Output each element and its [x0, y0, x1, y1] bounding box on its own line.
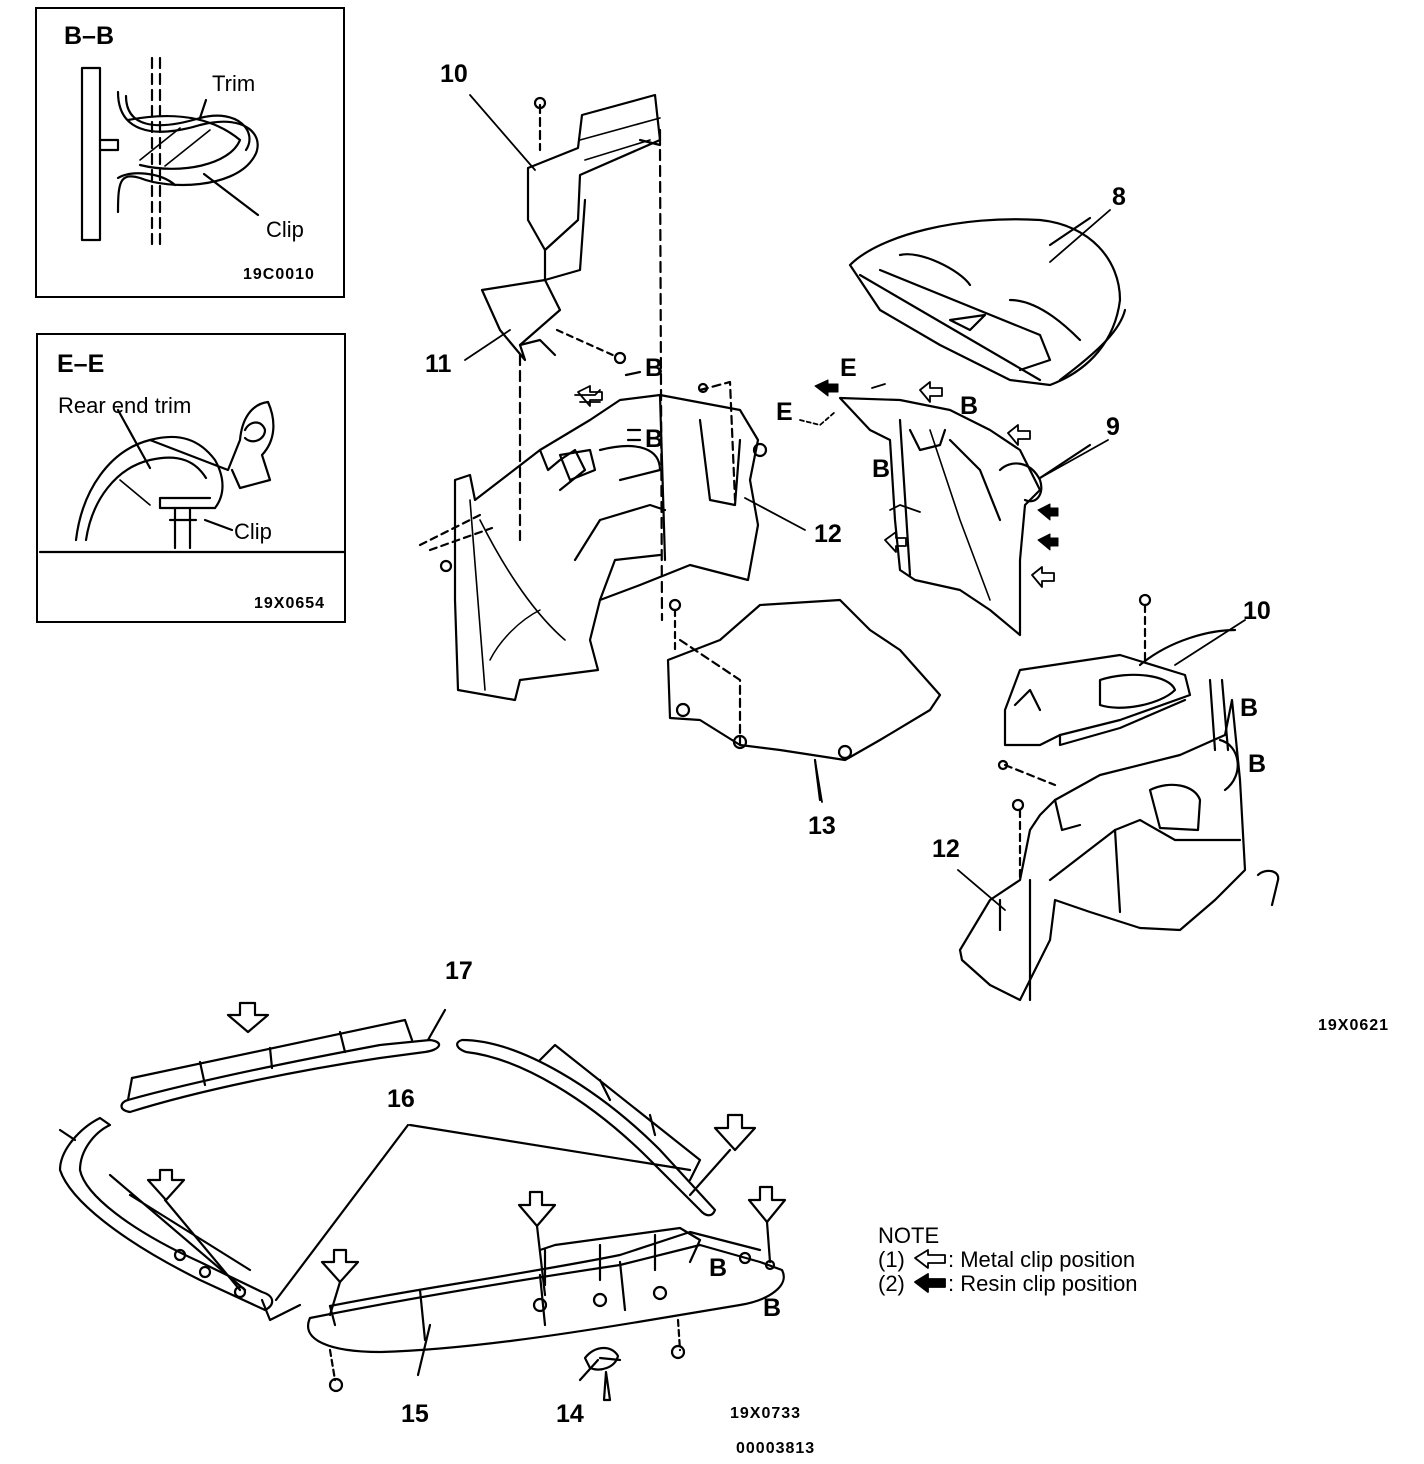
inset-ee-code: 19X0654 — [254, 595, 326, 612]
part-number-13: 13 — [808, 812, 836, 840]
figure-code-lower: 19X0733 — [730, 1405, 802, 1422]
part-number-8: 8 — [1112, 183, 1126, 211]
part-15-drawing — [307, 1185, 787, 1393]
inset-bb-drawing — [80, 56, 260, 248]
part-8-drawing — [848, 216, 1127, 387]
part-number-12-left: 12 — [814, 520, 842, 548]
section-mark-e: E — [840, 354, 857, 382]
part-number-10-upper: 10 — [440, 60, 468, 88]
part-16-drawing — [408, 1038, 757, 1217]
part-14-drawing — [578, 1346, 622, 1402]
note-line-1-index: (1) — [878, 1247, 905, 1272]
part-17-drawing — [120, 1001, 447, 1114]
part-9-drawing — [838, 396, 1092, 637]
clip-arrows — [577, 381, 1055, 588]
inset-bb-trim-label: Trim — [212, 71, 256, 96]
figure-code-upper: 19X0621 — [1318, 1017, 1390, 1034]
section-mark-b: B — [645, 354, 664, 382]
inset-ee-clip-label: Clip — [234, 519, 272, 544]
part-number-14: 14 — [556, 1400, 584, 1428]
resin-clip-arrows — [814, 379, 1059, 551]
part-number-17: 17 — [445, 957, 473, 985]
section-mark-b: B — [872, 455, 891, 483]
part-number-16: 16 — [387, 1085, 415, 1113]
section-mark-b: B — [709, 1254, 728, 1282]
inset-ee-frame — [36, 333, 346, 623]
inset-ee-title: E–E — [57, 350, 105, 378]
inset-bb-frame — [35, 7, 345, 298]
inset-bb-code: 19C0010 — [243, 266, 315, 283]
inset-ee-drawing — [38, 400, 346, 554]
inset-ee-rear-end-trim-label: Rear end trim — [58, 393, 192, 418]
part-16-left-drawing — [58, 1116, 410, 1322]
note-arrow-glyphs — [914, 1249, 946, 1293]
section-mark-b: B — [1240, 694, 1259, 722]
part-13-drawing — [666, 598, 942, 802]
note-line-1-text: : Metal clip position — [948, 1247, 1136, 1272]
part-12-right-drawing — [958, 678, 1280, 1002]
section-mark-e: E — [776, 398, 793, 426]
part-number-12-right: 12 — [932, 835, 960, 863]
note-heading: NOTE — [878, 1223, 940, 1248]
note-line-2-text: : Resin clip position — [948, 1271, 1138, 1296]
part-number-11: 11 — [425, 350, 452, 378]
part-12-left-drawing — [418, 370, 768, 702]
inset-bb-title: B–B — [64, 22, 115, 50]
part-number-9: 9 — [1106, 413, 1120, 441]
part-10-right-drawing — [1003, 593, 1237, 747]
document-code: 00003813 — [736, 1440, 816, 1457]
part-11-drawing — [480, 278, 627, 542]
section-mark-b: B — [763, 1294, 782, 1322]
part-number-10-right: 10 — [1243, 597, 1271, 625]
part-10-upper-drawing — [526, 93, 664, 622]
inset-bb-clip-label: Clip — [266, 217, 304, 242]
part-number-15: 15 — [401, 1400, 429, 1428]
leader-lines — [464, 94, 1246, 911]
section-mark-b: B — [1248, 750, 1267, 778]
section-mark-b: B — [645, 425, 664, 453]
note-line-2-index: (2) — [878, 1271, 905, 1296]
section-mark-b: B — [960, 392, 979, 420]
